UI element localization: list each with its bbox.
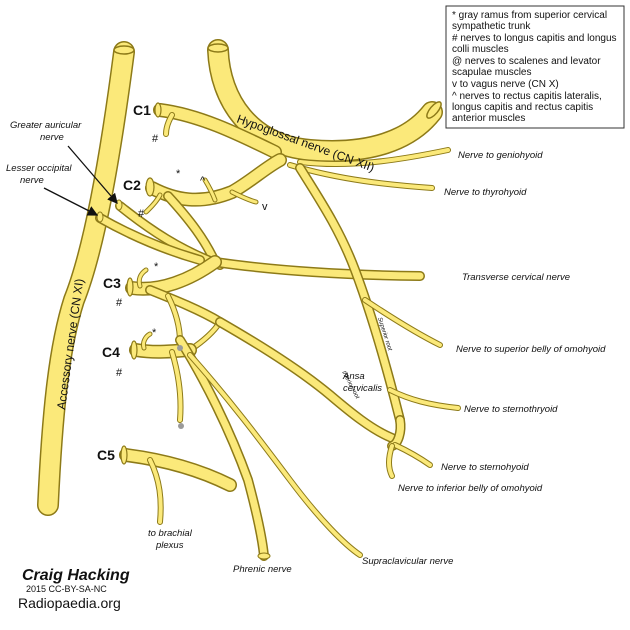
symbol-hash: # xyxy=(152,133,159,145)
legend-line: colli muscles xyxy=(452,44,509,55)
sternohyoid-label: Nerve to sternohyoid xyxy=(441,462,529,473)
greater-auricular-pointer xyxy=(67,145,118,204)
root-label-c1: C1 xyxy=(133,102,151,118)
ansa-label: Ansa xyxy=(342,371,365,382)
thyrohyoid-label: Nerve to thyrohyoid xyxy=(444,187,527,198)
omohyoid-inferior-label: Nerve to inferior belly of omohyoid xyxy=(398,483,543,494)
symbol-star: * xyxy=(154,261,159,273)
author-signature: Craig Hacking xyxy=(22,567,130,584)
symbol-star: * xyxy=(176,168,181,180)
root-label-c2: C2 xyxy=(123,177,141,193)
superior-omohyoid-branch xyxy=(362,297,443,348)
site-text: Radiopaedia.org xyxy=(18,595,121,611)
license-text: 2015 CC-BY-SA-NC xyxy=(26,584,107,594)
end-dot xyxy=(177,345,183,351)
symbol-star: * xyxy=(152,327,157,339)
legend-line: anterior muscles xyxy=(452,113,525,124)
ansa-terminal-branches xyxy=(386,442,433,479)
legend-line: * gray ramus from superior cervical xyxy=(452,10,607,21)
lesser-occipital-label: Lesser occipital xyxy=(6,163,72,174)
geniohyoid-thyrohyoid-branches xyxy=(287,147,451,191)
transverse-cervical-nerve xyxy=(210,257,425,281)
phrenic-label: Phrenic nerve xyxy=(233,564,292,575)
symbol-hash: # xyxy=(116,297,123,309)
phrenic-nerve xyxy=(175,335,271,561)
supraclavicular-label: Supraclavicular nerve xyxy=(362,556,453,567)
ansa-label: cervicalis xyxy=(343,383,382,394)
symbol-vee: v xyxy=(262,201,268,213)
legend-line: ^ nerves to rectus capitis lateralis, xyxy=(452,91,602,102)
lesser-occipital-pointer xyxy=(43,187,99,216)
legend-line: longus capitis and rectus capitis xyxy=(452,102,593,113)
legend-line: # nerves to longus capitis and longus xyxy=(452,33,617,44)
brachial-label: to brachial xyxy=(148,528,193,539)
end-dot xyxy=(178,423,184,429)
sternothyroid-label: Nerve to sternothryoid xyxy=(464,404,558,415)
hypoglossal-nerve xyxy=(207,39,443,162)
lesser-occipital-label: nerve xyxy=(20,175,44,186)
symbol-hash: # xyxy=(116,367,123,379)
brachial-label: plexus xyxy=(155,540,184,551)
sternothyroid-branch xyxy=(387,387,461,411)
geniohyoid-label: Nerve to geniohyoid xyxy=(458,150,543,161)
legend-line: v to vagus nerve (CN X) xyxy=(452,79,559,90)
omohyoid-superior-label: Nerve to superior belly of omohyoid xyxy=(456,344,606,355)
legend-line: @ nerves to scalenes and levator xyxy=(452,56,601,67)
symbol-caret: ^ xyxy=(200,175,206,187)
superior-root xyxy=(295,163,406,451)
greater-auricular-label: nerve xyxy=(40,132,64,143)
inferior-root xyxy=(215,317,397,443)
c1-root xyxy=(153,102,282,159)
root-label-c3: C3 xyxy=(103,275,121,291)
c2-root xyxy=(143,153,287,267)
legend: * gray ramus from superior cervical symp… xyxy=(445,5,625,129)
root-label-c4: C4 xyxy=(102,344,120,360)
supraclavicular-nerve xyxy=(187,352,363,558)
c3-root xyxy=(125,255,225,345)
transverse-cervical-label: Transverse cervical nerve xyxy=(462,272,570,283)
symbol-hash: # xyxy=(138,208,145,220)
greater-auricular-label: Greater auricular xyxy=(10,120,82,131)
root-label-c5: C5 xyxy=(97,447,115,463)
legend-line: sympathetic trunk xyxy=(452,21,531,32)
credit: Craig Hacking 2015 CC-BY-SA-NC Radiopaed… xyxy=(18,567,130,611)
c5-root xyxy=(119,445,237,525)
accessory-nerve xyxy=(37,41,135,516)
legend-line: scapulae muscles xyxy=(452,67,531,78)
